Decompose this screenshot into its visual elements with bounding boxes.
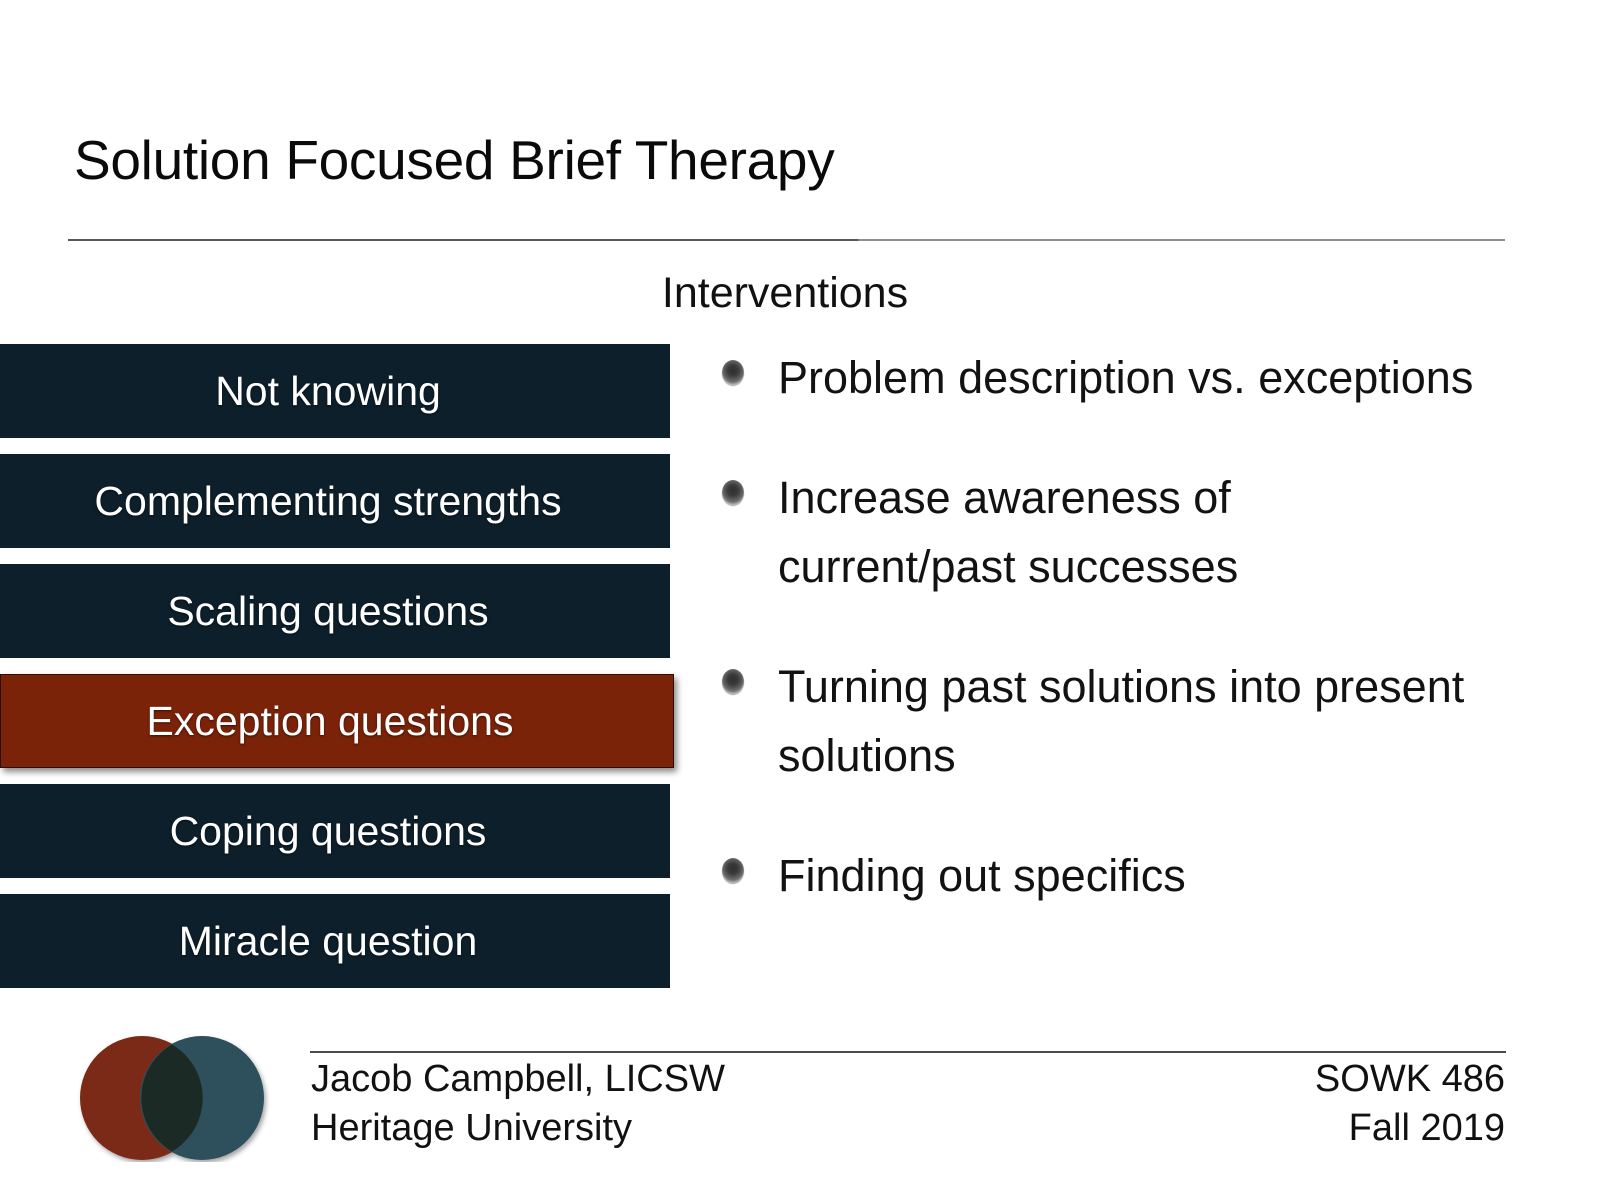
technique-bar-exception-questions[interactable]: Exception questions — [0, 674, 674, 768]
techniques-list: Not knowing Complementing strengths Scal… — [0, 344, 676, 1004]
technique-bar-not-knowing[interactable]: Not knowing — [0, 344, 670, 438]
technique-bar-scaling-questions[interactable]: Scaling questions — [0, 564, 670, 658]
intervention-text: Increase awareness of current/past succe… — [778, 472, 1239, 592]
list-item: Turning past solutions into present solu… — [722, 653, 1522, 790]
intervention-text: Finding out specifics — [778, 849, 1186, 901]
sphere-bullet-icon — [722, 480, 744, 506]
footer-course-block: SOWK 486 Fall 2019 — [1315, 1055, 1505, 1152]
list-item: Finding out specifics — [722, 842, 1522, 910]
technique-label: Exception questions — [146, 697, 514, 744]
institution-name: Heritage University — [311, 1106, 632, 1149]
technique-bar-coping-questions[interactable]: Coping questions — [0, 784, 670, 878]
technique-label: Scaling questions — [167, 587, 489, 634]
technique-bar-miracle-question[interactable]: Miracle question — [0, 894, 670, 988]
course-term: Fall 2019 — [1348, 1106, 1505, 1149]
technique-bar-complementing-strengths[interactable]: Complementing strengths — [0, 454, 670, 548]
technique-label: Not knowing — [215, 367, 441, 414]
intervention-text: Problem description vs. exceptions — [778, 352, 1474, 403]
list-item: Increase awareness of current/past succe… — [722, 464, 1522, 601]
presenter-name: Jacob Campbell, LICSW — [311, 1058, 725, 1100]
interventions-list: Problem description vs. exceptions Incre… — [722, 344, 1522, 962]
sphere-bullet-icon — [722, 857, 744, 883]
interventions-heading: Interventions — [661, 269, 909, 317]
title-divider — [68, 239, 1505, 241]
technique-label: Complementing strengths — [94, 477, 562, 524]
page-title: Solution Focused Brief Therapy — [74, 129, 835, 191]
list-item: Problem description vs. exceptions — [722, 344, 1522, 412]
sphere-bullet-icon — [722, 669, 744, 695]
sphere-bullet-icon — [722, 360, 744, 385]
heritage-venn-logo-icon — [80, 1036, 264, 1160]
intervention-text: Turning past solutions into present solu… — [778, 661, 1465, 781]
technique-label: Miracle question — [178, 917, 478, 964]
footer-presenter-block: Jacob Campbell, LICSW Heritage Universit… — [311, 1055, 725, 1152]
course-code: SOWK 486 — [1314, 1058, 1505, 1100]
footer-divider — [310, 1051, 1506, 1053]
technique-label: Coping questions — [169, 807, 487, 854]
